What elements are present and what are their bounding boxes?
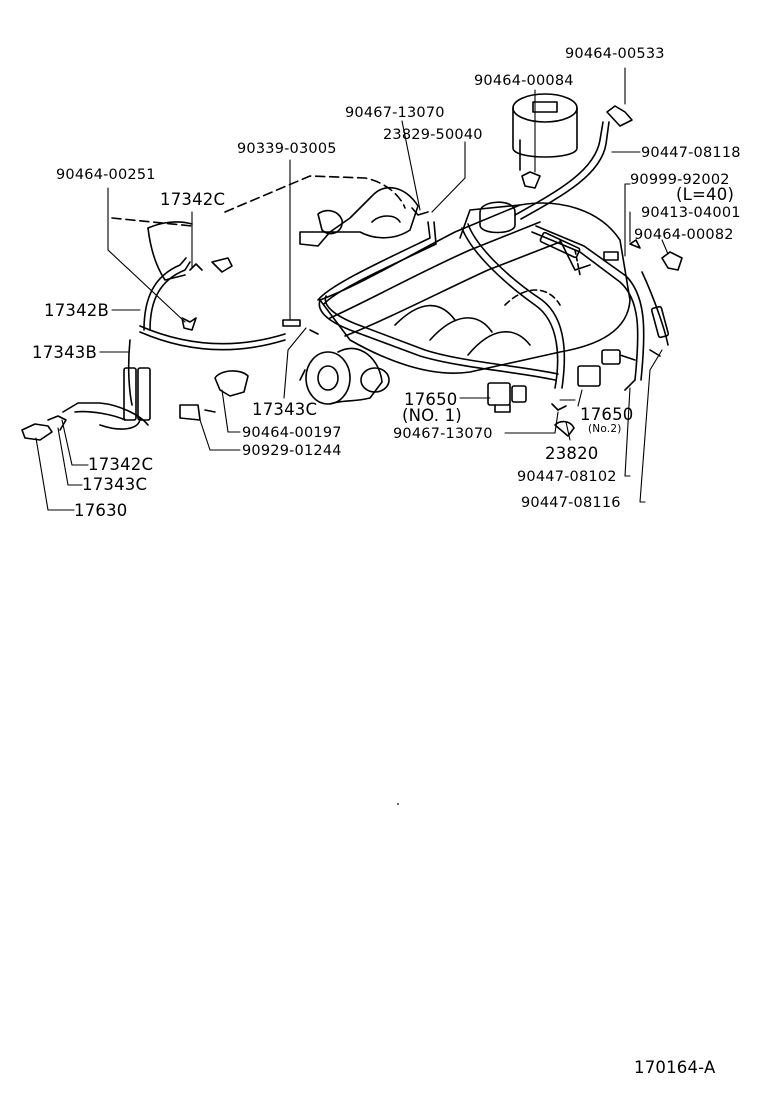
label-90339-03005: 90339-03005 (237, 141, 337, 157)
label-90447-08118: 90447-08118 (641, 145, 741, 161)
label-17342c-bottom: 17342C (88, 455, 154, 474)
throttle-body-duct (111, 175, 419, 281)
label-90464-00251: 90464-00251 (56, 167, 156, 183)
label-90467-13070-top: 90467-13070 (345, 105, 445, 121)
label-90464-00082: 90464-00082 (634, 227, 734, 243)
label-17343c-mid: 17343C (252, 400, 318, 419)
label-90447-08102: 90447-08102 (517, 469, 617, 485)
label-no1: (NO. 1) (402, 406, 462, 425)
label-23820: 23820 (545, 444, 599, 463)
label-17343c-bottom: 17343C (82, 475, 148, 494)
label-90413-04001: 90413-04001 (641, 205, 741, 221)
label-90467-13070-bottom: 90467-13070 (393, 426, 493, 442)
stray-dot (397, 803, 399, 805)
vacuum-motor (299, 347, 390, 405)
label-length-40: (L=40) (676, 185, 735, 204)
intake-manifold (319, 201, 631, 374)
label-90999-92002: 90999-92002 (630, 172, 730, 188)
label-no2: (No.2) (588, 423, 622, 435)
label-90929-01244: 90929-01244 (242, 443, 342, 459)
label-23829-50040: 23829-50040 (383, 127, 483, 143)
label-90464-00533: 90464-00533 (565, 46, 665, 62)
charcoal-canister (512, 93, 578, 171)
vsv-valves (487, 349, 636, 413)
label-17342c-top: 17342C (160, 190, 226, 209)
label-90464-00084: 90464-00084 (474, 73, 574, 89)
hose-sleeves (123, 231, 670, 421)
label-90447-08116: 90447-08116 (521, 495, 621, 511)
figure-id: 170164-A (634, 1058, 716, 1077)
label-90464-00197: 90464-00197 (242, 425, 342, 441)
label-17342b: 17342B (44, 301, 110, 320)
label-17630: 17630 (74, 501, 128, 520)
label-17650-no1: 17650 (404, 390, 458, 409)
label-17650-no2: 17650 (580, 405, 634, 424)
leader-lines (35, 67, 669, 511)
label-17343b: 17343B (32, 343, 98, 362)
